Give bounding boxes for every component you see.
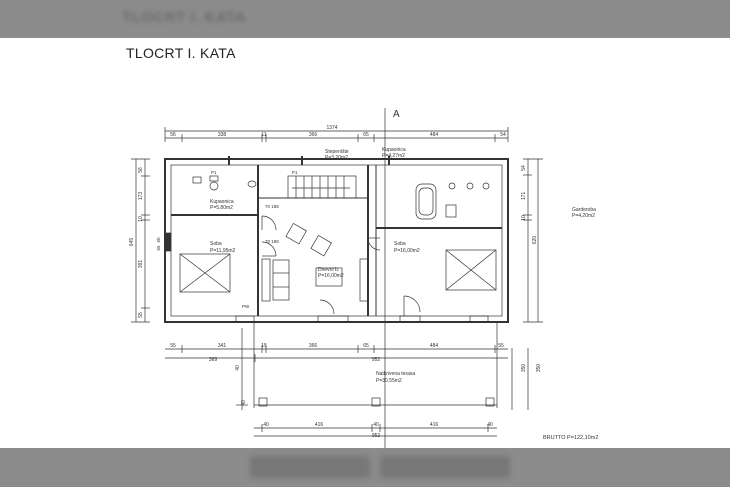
room-name-kupaonica-1: Kupaonica [210, 199, 234, 205]
bed-2 [445, 249, 497, 291]
dim-label: 11 [261, 132, 266, 138]
dim-label: 366 [309, 343, 318, 349]
dim-label: 40 [373, 422, 379, 428]
dim-label: 54 [521, 165, 527, 171]
page-title: TLOCRT I. KATA [126, 45, 236, 61]
dim-label: 416 [315, 422, 324, 428]
room-area-dnevni: P=16,00m2 [318, 273, 344, 279]
dim-label: 350 [536, 364, 542, 373]
room-name-garderoba: Garderoba [572, 207, 596, 213]
window-label: PW [242, 304, 250, 309]
dim-label: 55 [170, 343, 176, 349]
dim-label: 65 [363, 132, 369, 138]
room-area-garderoba: P=4,20m2 [572, 213, 595, 219]
room-name-terasa: Natkrivena terasa [376, 371, 415, 377]
terrace-column [371, 397, 381, 407]
dim-label: 10 [521, 215, 527, 221]
room-name-soba-1: Soba [210, 241, 222, 247]
dim-label: 645 [129, 238, 135, 247]
dim-label: 484 [430, 343, 439, 349]
dim-label: 40 [235, 365, 241, 371]
dim-label: 952 [372, 433, 381, 439]
dim-label: 40 [263, 422, 269, 428]
dim-label: 15 [261, 343, 267, 349]
dim-label: 350 [521, 364, 527, 373]
bottom-bar [0, 448, 730, 487]
dim-label: 65 [156, 245, 161, 251]
dim-label: 40 [487, 422, 493, 428]
dim-label: 366 [309, 132, 318, 138]
room-area-kupaonica-1: P=5,80m2 [210, 205, 233, 211]
room-area-soba-2: P=16,00m2 [394, 248, 420, 254]
dim-label: 369 [209, 357, 218, 363]
section-marker: A [393, 109, 400, 120]
blurred-header-title: TLOCRT I. KATA [122, 9, 246, 26]
top-bar: TLOCRT I. KATA [0, 0, 730, 38]
floor-plan: A 1374 56 338 11 366 65 484 54 56 173 10… [129, 108, 598, 448]
dim-label: 391 [138, 260, 144, 269]
document-page: TLOCRT I. KATA [0, 38, 730, 448]
window-label: P1 [211, 170, 217, 175]
dim-label: 416 [430, 422, 439, 428]
room-area-stepeniste: P=3,20m2 [325, 155, 348, 161]
door-label: 70 188 [265, 204, 279, 209]
room-area-kupaonica-2: P=4,27m2 [382, 153, 405, 159]
dim-label: 952 [372, 357, 381, 363]
window-label: P1 [292, 170, 298, 175]
door-label: 70 188 [265, 239, 279, 244]
room-name-stepeniste: Stepenište [325, 149, 349, 155]
dim-label: 620 [532, 236, 538, 245]
dim-label: 55 [498, 343, 504, 349]
dim-label: 60 [156, 237, 161, 243]
dim-top-total: 1374 [326, 125, 337, 131]
room-name-soba-2: Soba [394, 241, 406, 247]
dim-label: 338 [218, 132, 227, 138]
dim-label: 171 [521, 192, 527, 201]
room-area-terasa: P=30,55m2 [376, 378, 402, 384]
blurred-content [380, 456, 510, 478]
dim-label: 40 [241, 400, 247, 406]
terrace-column [258, 397, 268, 407]
dim-label: 54 [500, 132, 506, 138]
terrace-column [485, 397, 495, 407]
dim-label: 484 [430, 132, 439, 138]
dim-label: 65 [363, 343, 369, 349]
dim-label: 56 [138, 167, 144, 173]
dim-label: 56 [170, 132, 176, 138]
blurred-content [250, 456, 370, 478]
room-name-kupaonica-2: Kupaonica [382, 147, 406, 153]
room-area-soba-1: P=11,95m2 [210, 248, 236, 254]
dim-label: 173 [138, 192, 144, 201]
brutto-area: BRUTTO P=122,10m2 [543, 435, 598, 441]
dim-label: 55 [138, 312, 144, 318]
bed-1 [179, 253, 231, 293]
dim-label: 341 [218, 343, 227, 349]
dim-label: 10 [138, 216, 144, 222]
room-name-dnevni: Dnevni b. [318, 267, 339, 273]
